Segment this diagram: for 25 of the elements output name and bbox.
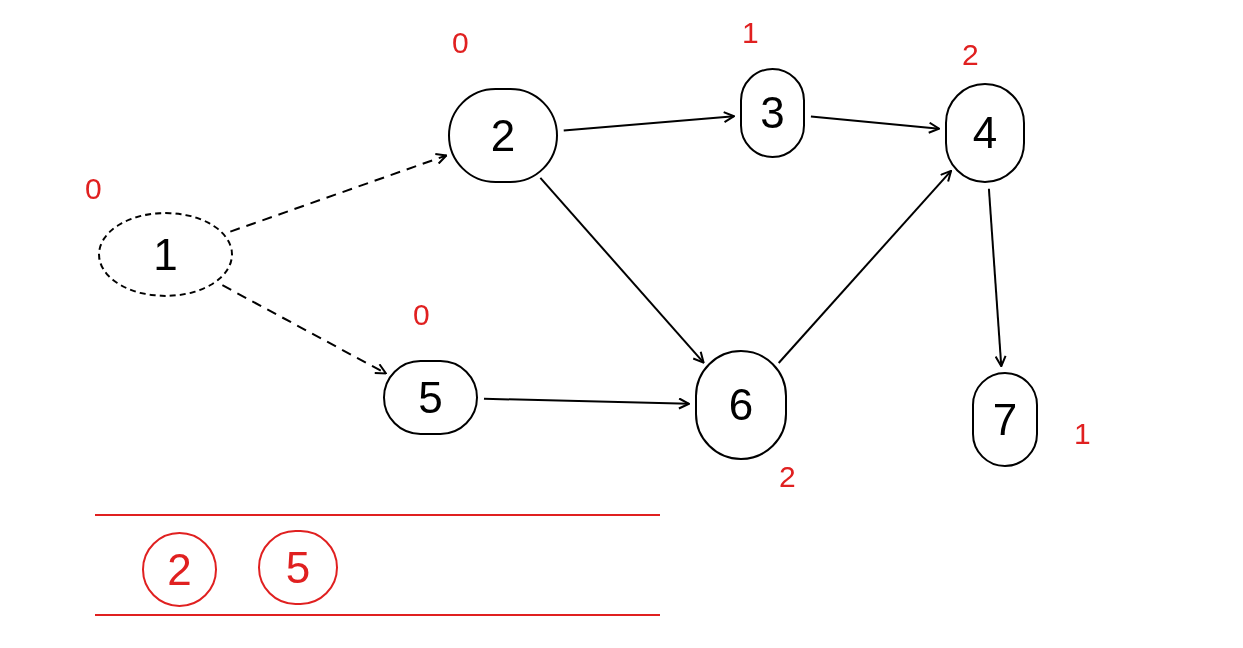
node-number: 6 <box>728 383 754 427</box>
arrow <box>483 397 690 410</box>
node-number: 7 <box>992 397 1018 442</box>
node-number: 5 <box>418 375 443 420</box>
in-degree-number: 1 <box>742 18 759 48</box>
node-number: 4 <box>972 111 998 155</box>
node-number: 5 <box>285 545 311 590</box>
node-number: 1 <box>153 232 178 277</box>
queue-band <box>95 514 660 616</box>
in-degree-number: 1 <box>1074 419 1091 449</box>
in-degree-number: 2 <box>962 40 979 70</box>
arrow <box>539 176 705 364</box>
arrow <box>809 115 941 134</box>
arrow <box>987 187 1007 368</box>
in-degree-number: 2 <box>779 462 796 492</box>
node-number: 3 <box>760 91 785 135</box>
node-number: 2 <box>167 547 192 592</box>
arrow <box>229 153 448 233</box>
in-degree-number: 0 <box>413 300 430 330</box>
in-degree-number: 0 <box>85 174 102 204</box>
arrow <box>221 284 387 375</box>
arrow <box>777 169 953 364</box>
node-number: 2 <box>490 113 516 158</box>
arrow <box>562 111 736 132</box>
in-degree-number: 0 <box>452 28 469 58</box>
